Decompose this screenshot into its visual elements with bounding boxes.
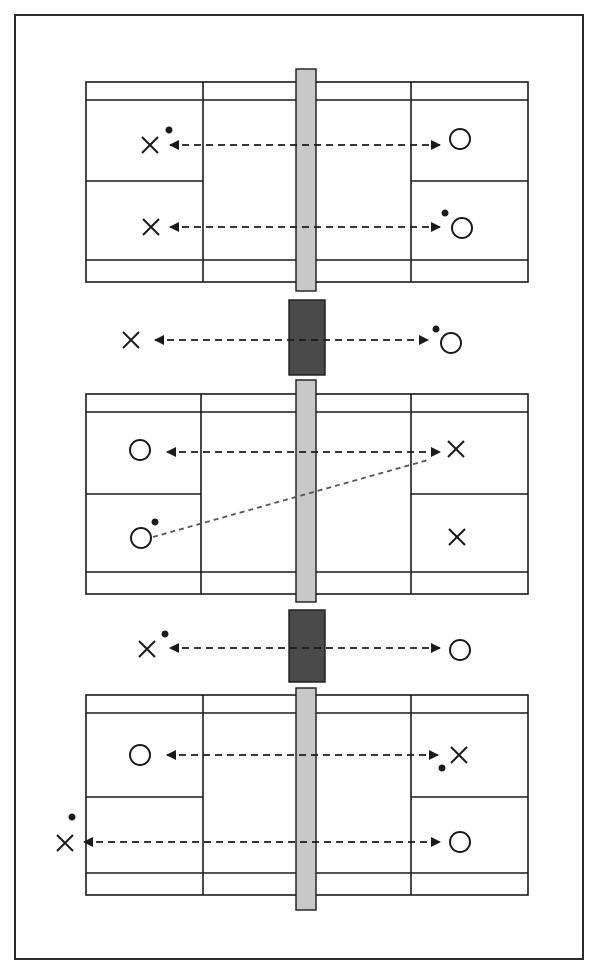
- diagonal-rally: [152, 459, 429, 538]
- shuttle-dot: [432, 325, 440, 333]
- player-x: [450, 746, 468, 764]
- shuttle-dot: [161, 630, 169, 638]
- player-o: [129, 744, 151, 766]
- transition-1: [122, 299, 462, 376]
- player-x: [142, 218, 160, 236]
- shuttle-dot: [441, 209, 449, 217]
- court-1: [85, 68, 529, 292]
- player-x: [141, 136, 159, 154]
- player-x: [56, 834, 74, 852]
- player-o: [449, 639, 471, 661]
- net: [295, 687, 317, 911]
- player-o: [451, 217, 473, 239]
- net: [295, 68, 317, 292]
- shuttle-dot: [438, 764, 446, 772]
- court-3: [56, 687, 529, 911]
- net-post: [288, 299, 326, 376]
- player-o: [449, 831, 471, 853]
- shuttle-dot: [68, 813, 76, 821]
- player-x: [138, 640, 156, 658]
- player-x: [447, 440, 465, 458]
- player-o: [449, 128, 471, 150]
- transition-2: [138, 609, 471, 683]
- net-post: [288, 609, 326, 683]
- shuttle-dot: [151, 518, 159, 526]
- shuttle-dot: [165, 126, 173, 134]
- player-x: [448, 528, 466, 546]
- player-o: [130, 527, 152, 549]
- net: [295, 379, 317, 603]
- player-x: [122, 331, 140, 349]
- player-o: [440, 332, 462, 354]
- player-o: [129, 439, 151, 461]
- court-2: [85, 379, 529, 603]
